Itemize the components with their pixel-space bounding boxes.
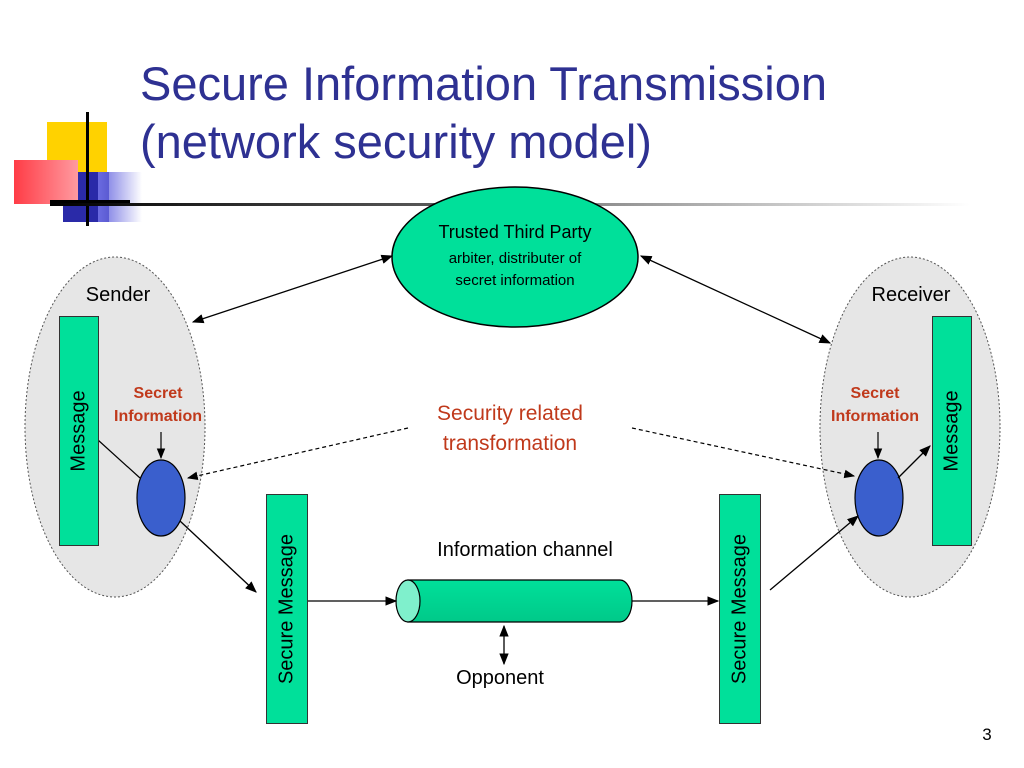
logo-blue-fade: [98, 172, 142, 222]
sender-label: Sender: [85, 284, 151, 306]
receiver-label: Receiver: [871, 284, 951, 306]
secret-info-right-line2: Information: [831, 408, 919, 425]
ttp-line1: arbiter, distributer of: [448, 250, 582, 267]
page-title-line1: Secure Information Transmission: [140, 57, 828, 110]
secret-info-right-line1: Secret: [850, 385, 900, 402]
secret-info-left-line1: Secret: [133, 385, 183, 402]
secure-message-left-label: Secure Message: [275, 533, 298, 685]
message-to-circle-line: [97, 439, 141, 479]
information-channel-cylinder: [395, 579, 633, 623]
transformation-right-dashed-arrow: [631, 427, 856, 479]
ttp-title: Trusted Third Party: [438, 222, 592, 242]
sender-message-label: Message: [67, 390, 90, 472]
ttp-to-sender-arrow: [191, 254, 394, 324]
secure-message-right-label: Secure Message: [728, 533, 751, 685]
opponent-label: Opponent: [456, 667, 544, 689]
ttp-line2: secret information: [455, 272, 575, 289]
transformation-label-line2: transformation: [442, 432, 578, 455]
ttp-to-receiver-arrow: [639, 255, 832, 344]
receiver-message-box: Message: [932, 316, 972, 546]
circle-to-message-arrow: [897, 445, 931, 479]
page-title: Secure Information Transmission (network…: [140, 55, 827, 171]
transformation-label-line1: Security related: [437, 402, 583, 425]
page-number: 3: [982, 725, 992, 744]
logo-horizontal-line: [50, 200, 130, 203]
page-title-line2: (network security model): [140, 115, 652, 168]
sender-transform-circle: [136, 459, 186, 537]
circle-to-secure-message-arrow: [179, 520, 257, 593]
secure-message-left-box: Secure Message: [266, 494, 308, 724]
secret-info-left-line2: Information: [114, 408, 202, 425]
receiver-transform-circle: [854, 459, 904, 537]
logo-red-square: [14, 160, 78, 204]
sender-message-box: Message: [59, 316, 99, 546]
transformation-left-dashed-arrow: [186, 427, 409, 481]
secure-message-right-box: Secure Message: [719, 494, 761, 724]
secure-message-to-circle-arrow: [769, 515, 859, 591]
information-channel-label: Information channel: [437, 539, 613, 561]
logo-vertical-line: [86, 112, 89, 226]
receiver-message-label: Message: [940, 390, 963, 472]
